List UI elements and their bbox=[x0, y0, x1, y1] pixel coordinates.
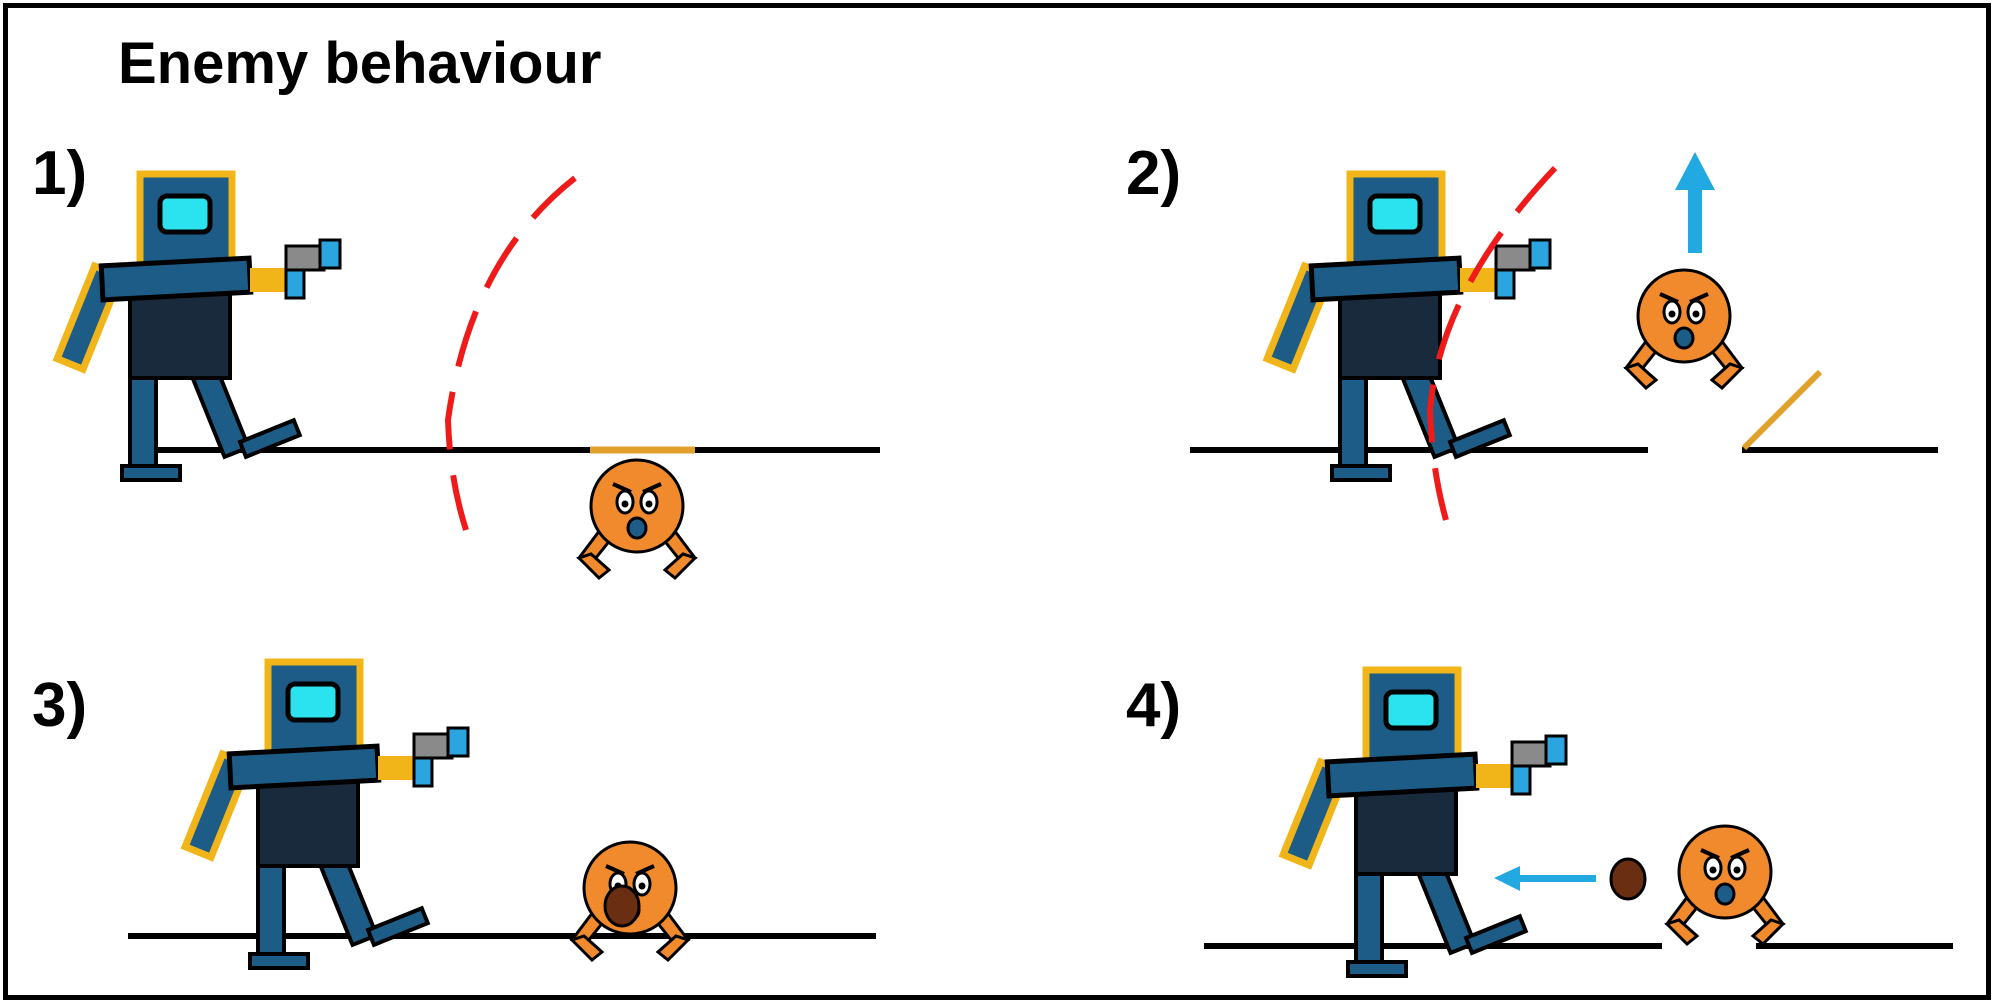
panel-4 bbox=[1204, 670, 1953, 976]
enemy-icon bbox=[1624, 268, 1744, 390]
laser-path bbox=[1426, 165, 1558, 521]
up-arrow-icon bbox=[1675, 152, 1715, 253]
panel-1 bbox=[57, 174, 880, 580]
left-arrow-icon bbox=[1494, 866, 1596, 891]
panel-3 bbox=[128, 662, 876, 968]
diagram-title: Enemy behaviour bbox=[118, 31, 602, 96]
diagram-border bbox=[3, 3, 1991, 1000]
step-4-label: 4) bbox=[1126, 671, 1182, 740]
step-1-label: 1) bbox=[32, 139, 88, 208]
robot-icon bbox=[1283, 670, 1566, 976]
trapdoor-open bbox=[1741, 369, 1823, 451]
step-2-label: 2) bbox=[1126, 139, 1182, 208]
rock-icon bbox=[1609, 857, 1647, 901]
step-3-label: 3) bbox=[32, 671, 88, 740]
rock-icon bbox=[603, 884, 641, 928]
enemy-icon bbox=[1665, 824, 1785, 946]
robot-icon bbox=[1267, 174, 1550, 480]
laser-path bbox=[444, 175, 577, 531]
panel-2 bbox=[1190, 152, 1938, 521]
robot-icon bbox=[185, 662, 468, 968]
robot-icon bbox=[57, 174, 340, 480]
enemy-icon bbox=[577, 458, 697, 580]
